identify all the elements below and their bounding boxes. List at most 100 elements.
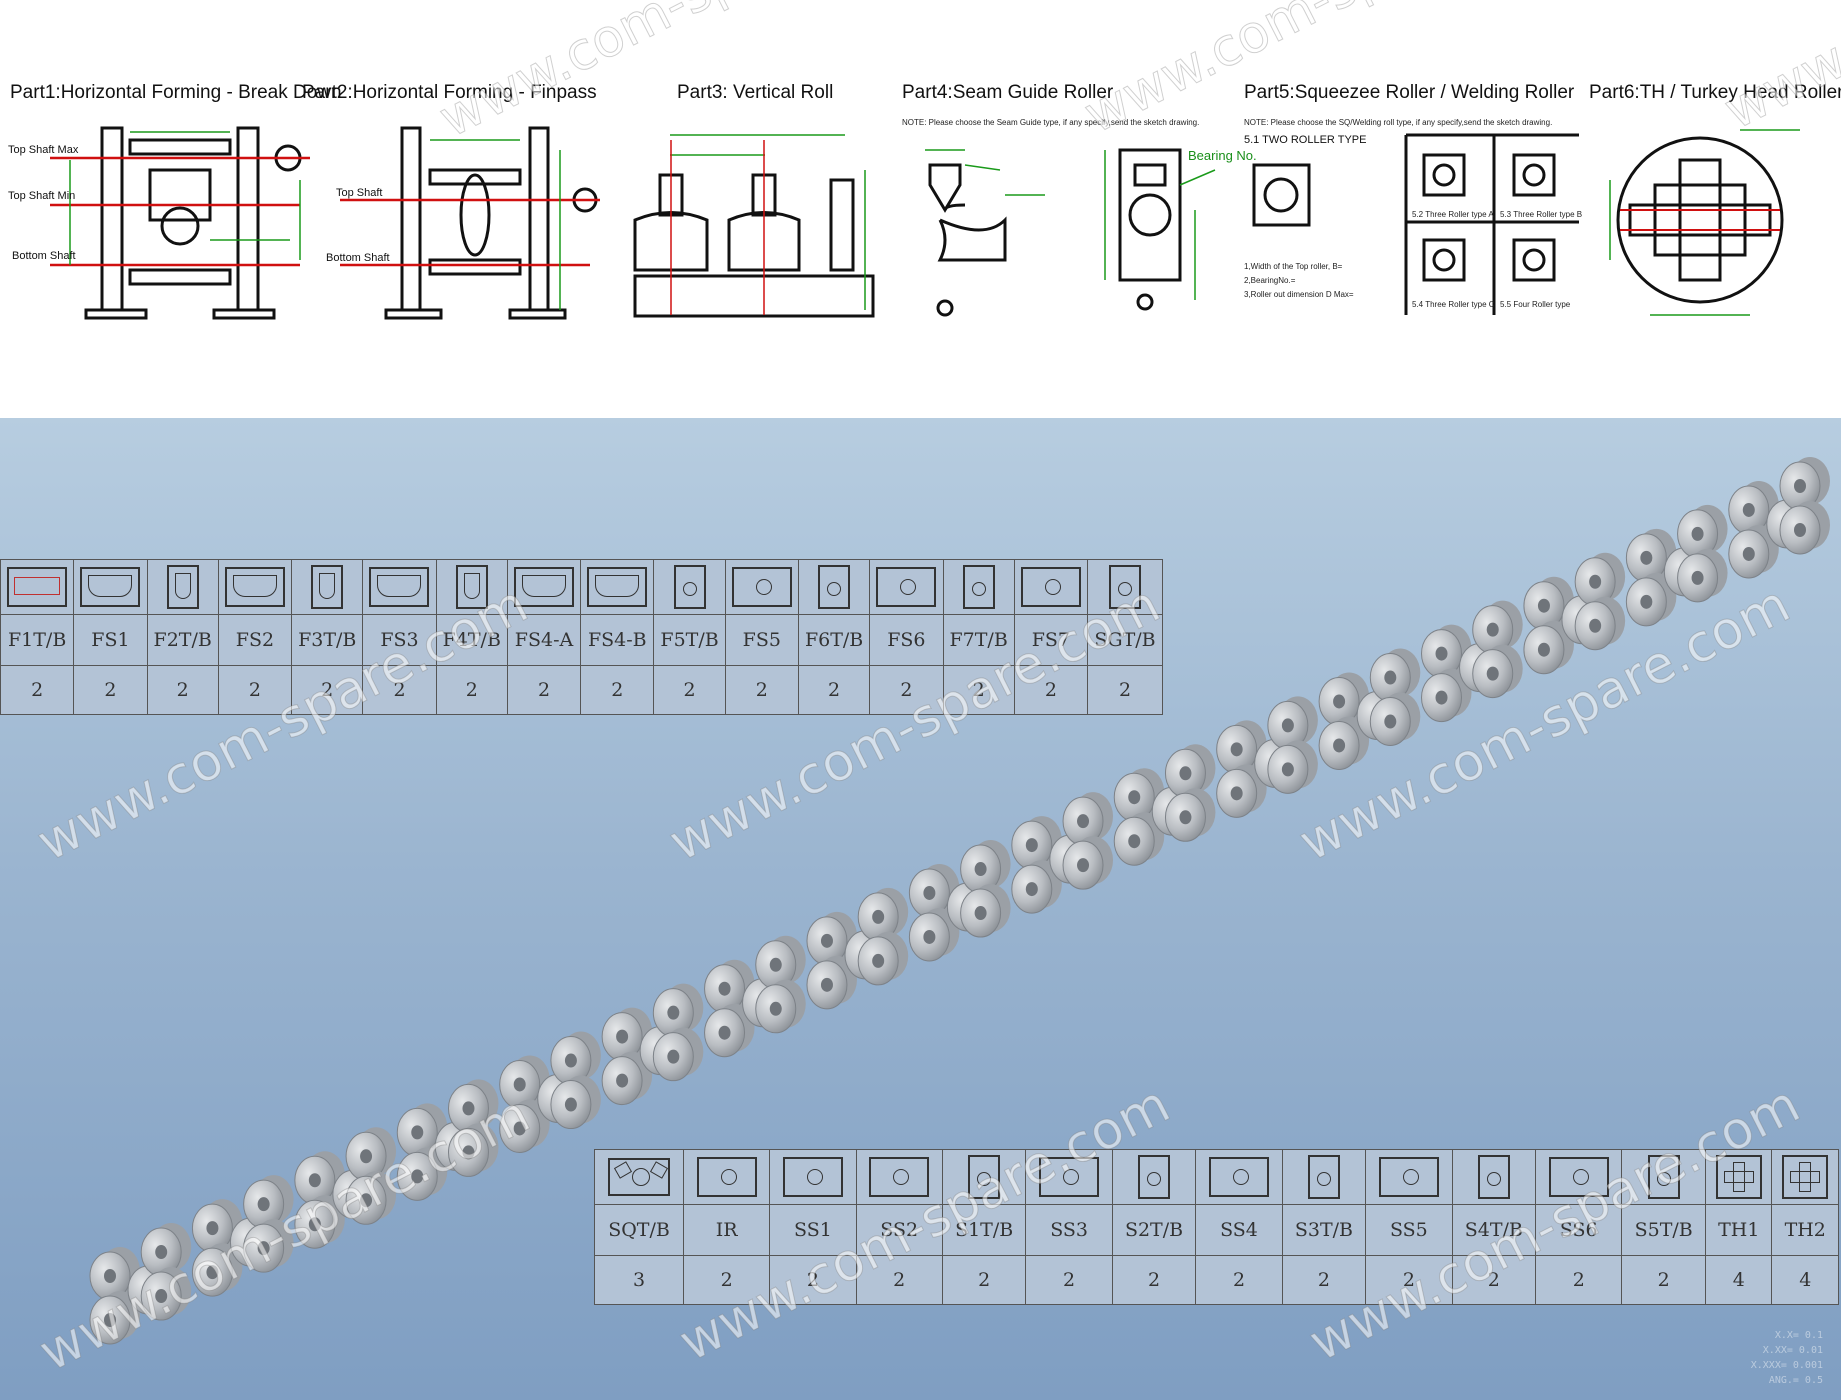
part5-roller-line: 3,Roller out dimension D Max=	[1244, 290, 1354, 299]
roller-profile-icon	[962, 565, 995, 609]
part5-note: NOTE: Please choose the SQ/Welding roll …	[1244, 118, 1553, 127]
roll-name-cell: F1T/B	[0, 614, 75, 666]
roll-qty-cell: 2	[869, 665, 944, 715]
profile-cell	[506, 559, 582, 615]
part5-type-a: 5.2 Three Roller type A	[1412, 210, 1494, 219]
roller-disk	[857, 931, 909, 986]
roller-disk	[1472, 600, 1523, 655]
part4-drawing	[925, 148, 1216, 317]
profile-cell	[941, 1149, 1027, 1205]
roll-name-cell: FS5	[724, 614, 799, 666]
roller-disk	[140, 1223, 192, 1277]
profile-cell	[942, 559, 1015, 615]
roll-name-cell: SS5	[1365, 1204, 1453, 1256]
roll-qty-cell: 4	[1771, 1255, 1839, 1305]
roller-disk	[89, 1291, 140, 1345]
roll-qty-cell: 2	[0, 665, 75, 715]
roller-profile-icon	[673, 565, 706, 609]
roll-name-cell: F4T/B	[435, 614, 508, 666]
roller-profile-icon	[1109, 565, 1142, 609]
part5-type-d: 5.5 Four Roller type	[1500, 300, 1571, 309]
roller-disk	[550, 1075, 601, 1130]
roll-name-cell: FS4-B	[580, 614, 655, 666]
roll-qty-cell: 2	[1025, 1255, 1113, 1305]
roller-disk	[1523, 620, 1574, 675]
profile-cell	[580, 559, 655, 615]
roller-profile-icon	[731, 567, 792, 607]
roller-disk	[1113, 812, 1165, 866]
part5-width-line: 1,Width of the Top roller, B=	[1244, 262, 1343, 271]
roller-profile-icon	[587, 567, 648, 607]
roller-disk	[243, 1175, 294, 1229]
roller-disk	[1574, 596, 1626, 651]
roller-disk	[191, 1199, 243, 1253]
part4-note: NOTE: Please choose the Seam Guide type,…	[902, 118, 1200, 127]
roller-profile-icon	[968, 1155, 1001, 1199]
roller-disk	[1728, 524, 1779, 579]
roller-profile-icon	[1548, 1157, 1609, 1197]
part5-type-c: 5.4 Three Roller type C	[1412, 300, 1495, 309]
roll-qty-cell: 2	[146, 665, 219, 715]
profile-cell	[1535, 1149, 1623, 1205]
roll-qty-cell: 2	[506, 665, 582, 715]
profile-cell	[146, 559, 219, 615]
scale-legend-line: ANG.= 0.5	[1768, 1375, 1823, 1386]
roller-disk	[550, 1031, 601, 1086]
profile-cell	[1281, 1149, 1367, 1205]
roll-qty-cell: 2	[362, 665, 437, 715]
roller-disk	[1318, 672, 1370, 726]
roller-disk	[652, 983, 704, 1038]
roll-name-cell: F3T/B	[291, 614, 364, 666]
roll-name-cell: SS3	[1025, 1204, 1113, 1256]
roll-name-cell: FS6	[869, 614, 944, 666]
part1-drawing	[50, 126, 310, 320]
part5-two-roller-label: 5.1 TWO ROLLER TYPE	[1244, 134, 1367, 146]
roller-profile-icon	[514, 567, 575, 607]
roller-disk	[1369, 648, 1421, 703]
roll-name-cell: FS4-A	[506, 614, 582, 666]
roller-disk	[345, 1127, 397, 1181]
roller-profile-icon	[1378, 1157, 1439, 1197]
profile-cell	[797, 559, 871, 615]
roll-qty-cell: 2	[1195, 1255, 1283, 1305]
part4-title: Part4:Seam Guide Roller	[902, 82, 1114, 103]
profile-cell	[1705, 1149, 1773, 1205]
roller-profile-icon	[1647, 1155, 1680, 1199]
part2-top-label: Top Shaft	[336, 187, 383, 199]
roll-name-cell: SS2	[855, 1204, 943, 1256]
profile-cell	[291, 559, 364, 615]
roller-profile-icon	[818, 565, 851, 609]
profile-cell	[653, 559, 726, 615]
scale-legend-line: X.XXX= 0.001	[1750, 1360, 1823, 1371]
profile-cell	[73, 559, 148, 615]
roll-qty-cell: 2	[580, 665, 655, 715]
drawing-strip: Part1:Horizontal Forming - Break Down Pa…	[0, 0, 1841, 418]
roll-qty-cell: 2	[1013, 665, 1089, 715]
roller-disk	[857, 887, 909, 942]
roll-qty-cell: 2	[942, 665, 1015, 715]
roller-disk	[191, 1243, 243, 1297]
roller-profile-icon	[1020, 567, 1081, 607]
profile-cell	[1111, 1149, 1197, 1205]
roller-disk	[1164, 744, 1216, 798]
roller-profile-icon	[7, 567, 68, 607]
scale-legend-line: X.X= 0.1	[1774, 1330, 1823, 1341]
roll-name-cell: TH2	[1771, 1204, 1839, 1256]
part4-bearing-label: Bearing No.	[1188, 148, 1257, 163]
roller-disk	[960, 840, 1011, 894]
roller-disk	[294, 1195, 345, 1249]
roller-profile-icon	[876, 567, 937, 607]
roll-qty-cell: 2	[73, 665, 148, 715]
roller-disk	[601, 1007, 653, 1062]
roll-qty-cell: 2	[724, 665, 799, 715]
part3-title: Part3: Vertical Roll	[677, 82, 834, 103]
profile-cell	[1621, 1149, 1707, 1205]
part6-drawing	[1609, 129, 1800, 316]
roll-qty-cell: 2	[941, 1255, 1027, 1305]
roller-profile-icon	[1138, 1155, 1171, 1199]
roller-disk	[704, 1003, 755, 1058]
roller-profile-icon	[224, 567, 285, 607]
roller-profile-icon	[311, 565, 344, 609]
roll-name-cell: FS1	[73, 614, 148, 666]
